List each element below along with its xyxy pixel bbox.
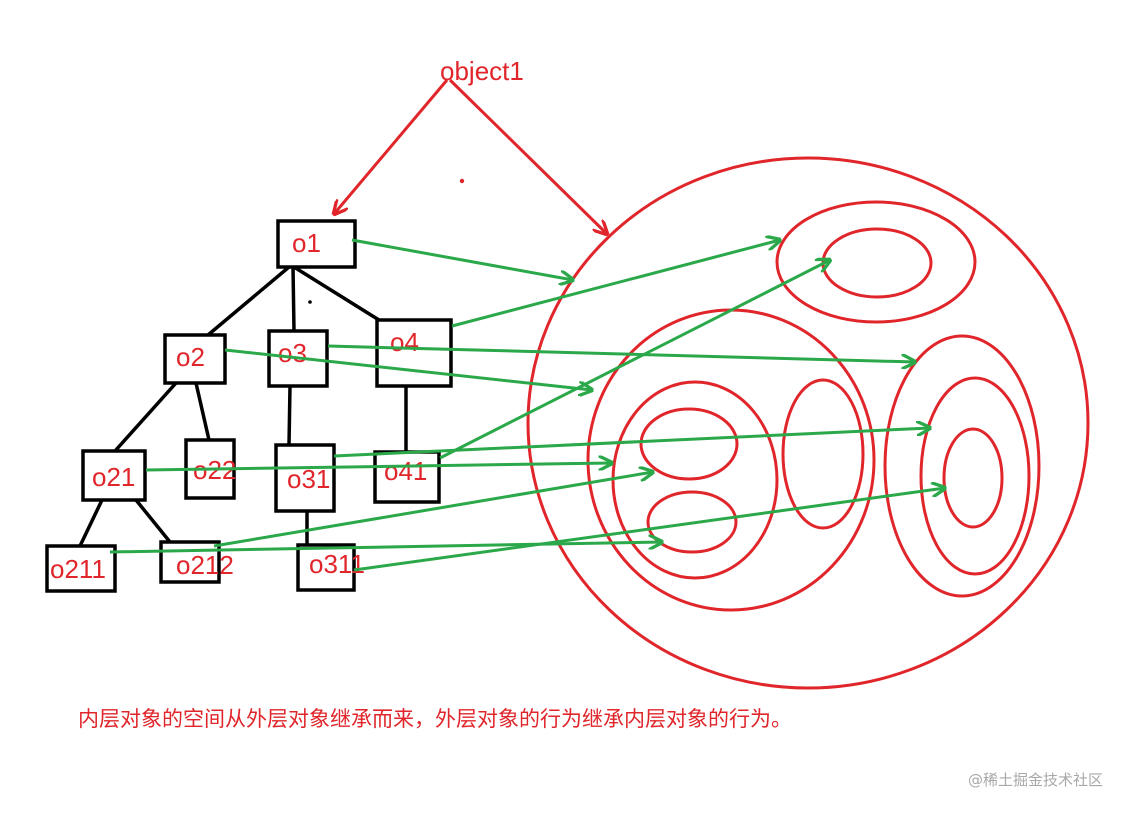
arrow-o21	[145, 463, 612, 472]
tree-edge-o3-o31	[287, 385, 292, 446]
stray-black-dot	[308, 300, 312, 304]
tree-edge-o2-o21	[113, 381, 178, 453]
node-o311: o311	[296, 543, 365, 592]
node-box-o31	[274, 443, 336, 513]
node-o2: o2	[163, 333, 227, 385]
arrow-o311	[353, 488, 945, 572]
arrow-o31	[333, 428, 930, 458]
arrow-o2	[224, 348, 592, 390]
space-o212	[646, 490, 738, 554]
node-label-o211: o211	[50, 554, 106, 584]
node-o211: o211	[45, 544, 117, 593]
node-o212: o212	[159, 540, 234, 584]
tree-edge-o1-o4	[293, 265, 380, 322]
node-o4: o4	[375, 318, 453, 388]
root-arrow-to-tree	[334, 79, 449, 214]
space-o22	[781, 378, 865, 530]
space-o41	[821, 227, 933, 299]
node-label-o1: o1	[292, 228, 321, 258]
tree-edge-o2-o22	[194, 382, 211, 441]
root-object-label: object1	[440, 56, 524, 86]
node-o31: o31	[274, 443, 336, 513]
node-box-o311	[296, 543, 356, 592]
arrow-o22	[213, 472, 653, 548]
tree-edge-o21-o212	[134, 498, 172, 544]
node-label-o311: o311	[309, 549, 365, 579]
space-o311	[942, 427, 1004, 529]
node-o21: o21	[81, 449, 147, 502]
node-box-o212	[159, 540, 221, 584]
arrow-o211	[109, 542, 662, 554]
space-o4	[775, 200, 977, 324]
stray-red-dot	[459, 178, 465, 184]
diagram-caption: 内层对象的空间从外层对象继承而来，外层对象的行为继承内层对象的行为。	[78, 707, 792, 731]
node-label-o21: o21	[92, 462, 135, 492]
node-box-o211	[45, 544, 117, 593]
arrow-o4	[451, 240, 780, 328]
space-o1	[526, 156, 1090, 690]
watermark: @稀土掘金技术社区	[968, 771, 1103, 789]
node-o1: o1	[276, 219, 357, 269]
arrow-o3	[327, 344, 915, 362]
object-spaces	[526, 156, 1090, 690]
node-label-o3: o3	[278, 338, 307, 368]
tree-edge-o1-o3	[291, 266, 296, 332]
mapping-arrows	[109, 238, 945, 572]
space-o31	[919, 376, 1031, 576]
arrow-o41	[439, 260, 830, 460]
arrow-o1	[351, 238, 573, 280]
space-o3	[883, 334, 1041, 598]
tree-edge-o1-o2	[206, 265, 291, 337]
node-label-o2: o2	[176, 342, 205, 372]
root-arrow-to-space	[448, 78, 607, 234]
space-o211	[639, 407, 739, 481]
node-box-o4	[375, 318, 453, 388]
root-arrows	[334, 78, 607, 234]
node-box-o21	[81, 449, 147, 502]
tree-edges	[78, 265, 408, 547]
tree-edge-o21-o211	[78, 499, 104, 547]
node-label-o41: o41	[384, 456, 427, 486]
node-o41: o41	[373, 450, 441, 504]
node-box-o1	[276, 219, 357, 269]
node-label-o4: o4	[390, 327, 419, 357]
node-label-o212: o212	[176, 550, 234, 580]
node-box-o2	[163, 333, 227, 385]
